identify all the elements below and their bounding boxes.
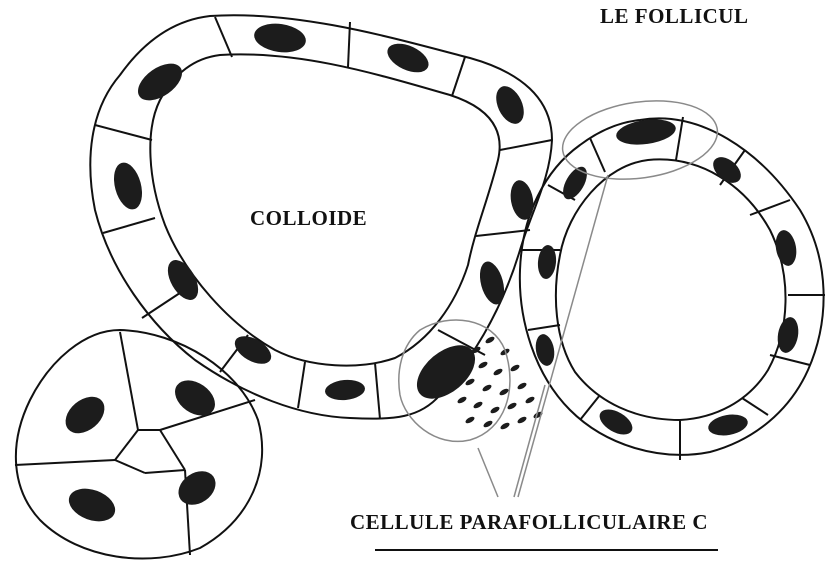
parafollicular-cell-caption: CELLULE PARAFOLLICULAIRE C xyxy=(350,510,708,535)
nucleus xyxy=(383,38,433,78)
small-follicle-cell-walls xyxy=(15,332,255,555)
nucleus xyxy=(773,229,799,268)
pointer-line xyxy=(478,448,498,497)
diagram-title: LE FOLLICUL xyxy=(600,4,748,29)
right-follicle-outer-wall xyxy=(520,118,824,454)
nucleus xyxy=(476,259,509,307)
annotation-marks xyxy=(399,92,723,497)
nucleus xyxy=(252,21,307,56)
nucleus xyxy=(491,82,530,128)
nucleus xyxy=(775,316,801,355)
right-follicle-lumen xyxy=(556,159,786,420)
nucleus xyxy=(64,483,119,528)
colloid-label: COLLOIDE xyxy=(250,206,367,231)
parafollicular-c-cell-nucleus xyxy=(407,335,485,409)
nucleus xyxy=(59,389,112,440)
nucleus xyxy=(324,378,366,401)
nucleus xyxy=(109,159,147,212)
nucleus xyxy=(168,373,221,423)
pointer-line xyxy=(518,175,608,497)
follicular-cell-nuclei xyxy=(59,21,801,528)
nucleus xyxy=(707,412,750,439)
right-follicle-c-cell-nucleus xyxy=(615,116,678,148)
